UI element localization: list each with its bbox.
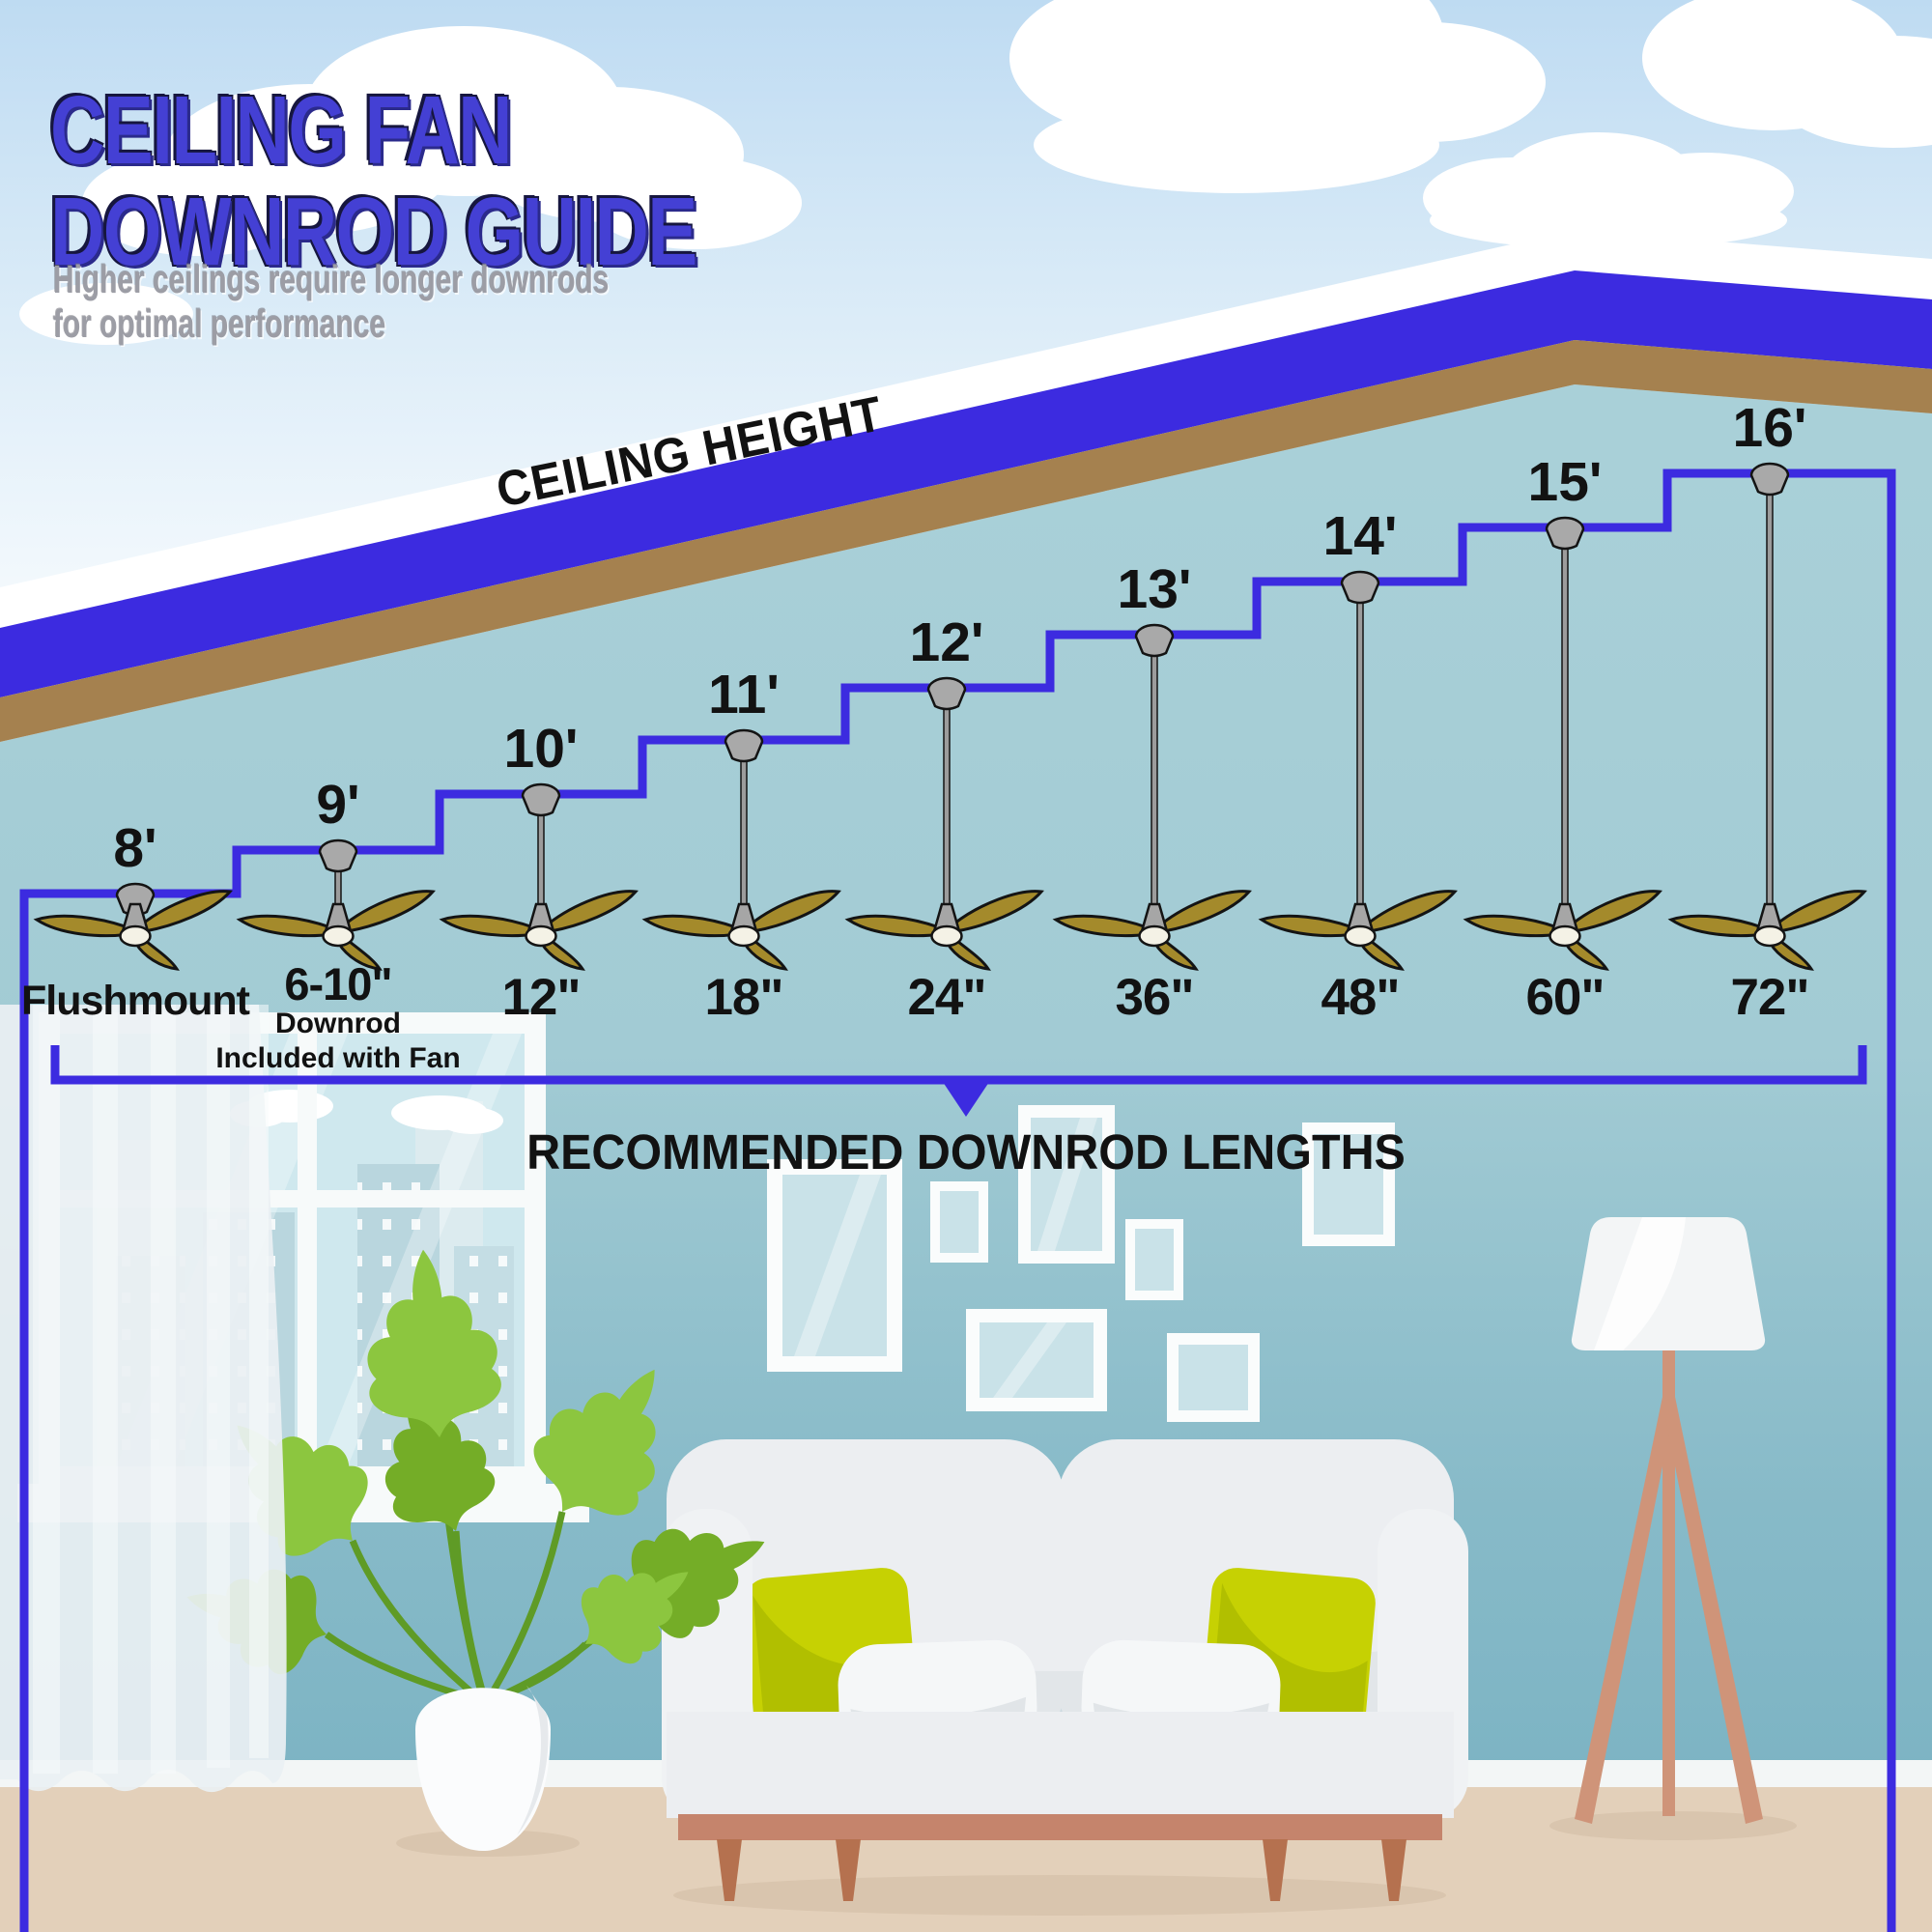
picture-frame xyxy=(767,1159,902,1372)
plant-pot-shading xyxy=(517,1686,549,1835)
lamp-leg xyxy=(1662,1397,1763,1824)
page-title-line1: CEILING FAN xyxy=(50,76,512,185)
picture-frame xyxy=(1302,1122,1395,1246)
ceiling-fan xyxy=(1669,462,1866,971)
cloud-icon xyxy=(1009,0,1546,193)
downrod-label-60in: 60" xyxy=(1525,969,1605,1026)
sofa-seat xyxy=(667,1712,1454,1818)
picture-frame xyxy=(966,1309,1107,1411)
ceiling-fan xyxy=(1054,623,1251,971)
lamp-pole xyxy=(1662,1343,1675,1816)
lamp-shade-highlight xyxy=(1594,1217,1686,1350)
height-label-16ft: 16' xyxy=(1732,397,1807,459)
ceiling-fan xyxy=(1464,516,1662,971)
ceiling-fan xyxy=(238,838,435,971)
downrod-label-18in: 18" xyxy=(704,969,783,1026)
height-label-14ft: 14' xyxy=(1322,505,1398,567)
downrod-label-24in: 24" xyxy=(907,969,986,1026)
ceiling-fan xyxy=(643,728,840,971)
picture-frame xyxy=(1167,1333,1260,1422)
plant-pot xyxy=(415,1688,551,1851)
downrod-label-72in: 72" xyxy=(1730,969,1809,1026)
downrod-label-36in: 36" xyxy=(1115,969,1194,1026)
curtain xyxy=(0,1005,287,1793)
height-label-12ft: 12' xyxy=(909,611,984,673)
ceiling-fans xyxy=(35,462,1866,971)
picture-frames xyxy=(767,1105,1395,1422)
downrod-label-flushmount: Flushmount xyxy=(20,978,250,1024)
height-label-10ft: 10' xyxy=(503,718,579,780)
subtitle-line1: Higher ceilings require longer downrods xyxy=(53,257,610,301)
subtitle-line2: for optimal performance xyxy=(53,301,386,346)
picture-frame xyxy=(1125,1219,1183,1300)
lamp-leg xyxy=(1575,1397,1675,1824)
cloud-icon xyxy=(19,26,802,345)
height-label-11ft: 11' xyxy=(708,664,780,725)
downrod-label-6-10in: 6-10" Downrod Included with Fan xyxy=(213,961,464,1076)
cloud-icon xyxy=(1423,132,1794,249)
recommended-downrod-lengths-label: RECOMMENDED DOWNROD LENGTHS xyxy=(526,1124,1406,1179)
clouds xyxy=(19,0,1932,345)
downrod-note-line1: Downrod xyxy=(275,1008,401,1039)
sofa xyxy=(662,1439,1468,1901)
downrod-label-48in: 48" xyxy=(1321,969,1400,1026)
roof-trim-white xyxy=(0,230,1932,628)
picture-frame xyxy=(1018,1105,1115,1264)
downrod-label-12in: 12" xyxy=(501,969,581,1026)
curtain-folds xyxy=(33,1005,269,1774)
height-label-8ft: 8' xyxy=(113,817,157,879)
plant xyxy=(174,1243,787,1851)
page-title-line2: DOWNROD GUIDE xyxy=(50,178,697,286)
floor-lamp xyxy=(1571,1217,1766,1824)
roof-band-brown xyxy=(0,340,1932,742)
ceiling-fan xyxy=(1260,570,1457,971)
ceiling-fan xyxy=(846,676,1043,971)
height-label-15ft: 15' xyxy=(1527,451,1603,513)
picture-frame xyxy=(930,1181,988,1263)
cloud-icon xyxy=(1642,0,1932,148)
arrow-down-icon xyxy=(939,1076,993,1117)
ceiling-fan xyxy=(440,782,638,971)
roof-band-blue xyxy=(0,270,1932,697)
height-label-9ft: 9' xyxy=(316,774,360,836)
downrod-length-bracket xyxy=(50,1045,1867,1117)
window-mullion xyxy=(298,1032,317,1468)
height-label-13ft: 13' xyxy=(1117,558,1192,620)
downrod-note-line2: Included with Fan xyxy=(215,1042,461,1074)
downrod-label-6-10in-value: 6-10" xyxy=(284,958,392,1009)
sofa-wood-base xyxy=(678,1814,1442,1840)
sofa-legs xyxy=(717,1839,1406,1901)
